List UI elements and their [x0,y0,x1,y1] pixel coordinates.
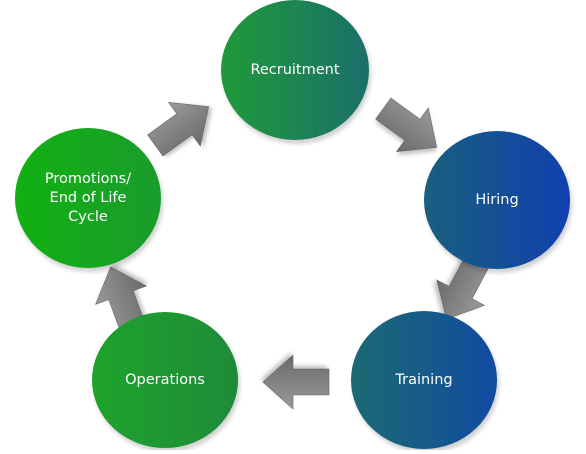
arrow-hiring-to-training [433,254,490,320]
arrow-recruitment-to-hiring [375,97,438,156]
node-training [351,311,497,449]
node-promotions [15,128,161,268]
node-operations [92,312,238,448]
node-hiring [424,131,570,269]
node-recruitment [221,0,369,140]
arrow-training-to-operations [261,352,330,410]
arrow-promotions-to-recruitment [147,102,213,158]
